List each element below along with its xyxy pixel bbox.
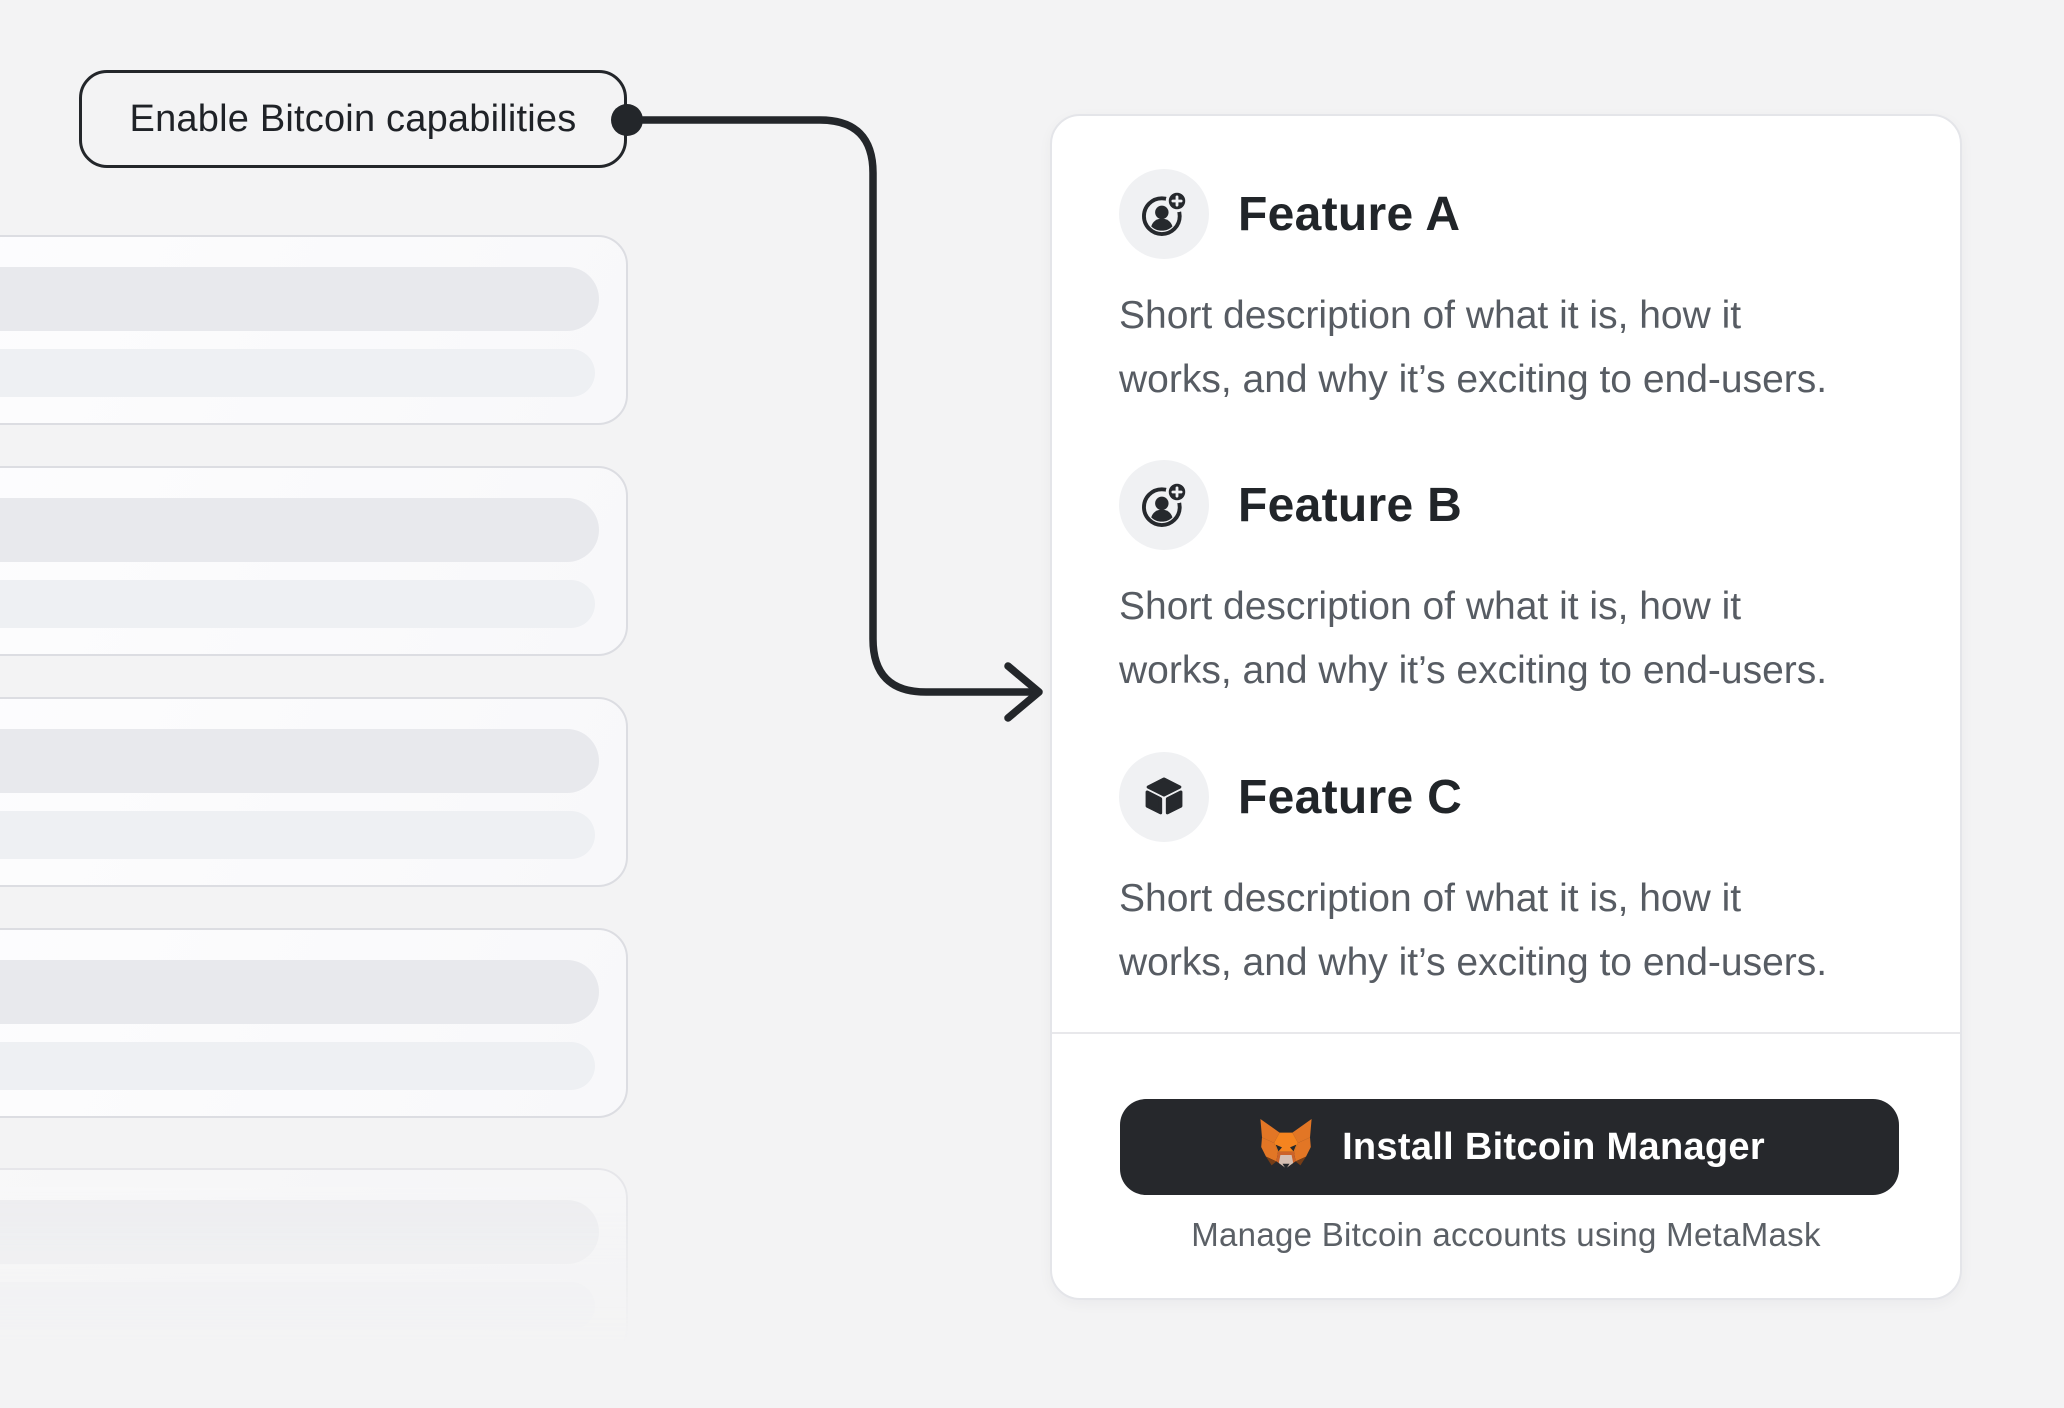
skeleton-bar (0, 1282, 595, 1330)
skeleton-bar (0, 580, 595, 628)
install-button-label: Install Bitcoin Manager (1342, 1125, 1765, 1168)
footer-caption: Manage Bitcoin accounts using MetaMask (1191, 1216, 1821, 1253)
feature-description-line: Short description of what it is, how it (1119, 294, 1742, 337)
annotation-label: Enable Bitcoin capabilities (79, 70, 627, 168)
skeleton-bar (0, 960, 599, 1024)
skeleton-card (0, 928, 628, 1118)
skeleton-card (0, 1168, 628, 1358)
feature-description-line: works, and why it’s exciting to end-user… (1119, 941, 1828, 984)
feature-description: Short description of what it is, how it … (1119, 284, 1949, 412)
divider (1052, 1032, 1960, 1034)
skeleton-bar (0, 729, 599, 793)
feature-item-b: Feature B (1119, 460, 1462, 550)
feature-description-line: works, and why it’s exciting to end-user… (1119, 358, 1828, 401)
skeleton-bar (0, 498, 599, 562)
skeleton-bar (0, 1042, 595, 1090)
feature-description: Short description of what it is, how it … (1119, 867, 1949, 995)
user-add-icon (1119, 460, 1209, 550)
install-bitcoin-manager-button[interactable]: Install Bitcoin Manager (1120, 1099, 1899, 1195)
metamask-fox-icon (1254, 1117, 1318, 1177)
feature-description: Short description of what it is, how it … (1119, 575, 1949, 703)
skeleton-bar (0, 349, 595, 397)
arrow-head-icon (1004, 662, 1043, 722)
skeleton-card (0, 466, 628, 656)
feature-title: Feature B (1238, 478, 1463, 532)
feature-description-line: Short description of what it is, how it (1119, 585, 1742, 628)
feature-card: Feature A Short description of what it i… (1050, 114, 1962, 1300)
feature-description-line: works, and why it’s exciting to end-user… (1119, 649, 1828, 692)
cube-icon (1119, 752, 1209, 842)
feature-item-c: Feature C (1119, 752, 1462, 842)
skeleton-card (0, 235, 628, 425)
feature-title: Feature A (1238, 187, 1461, 241)
skeleton-bar (0, 267, 599, 331)
feature-description-line: Short description of what it is, how it (1119, 877, 1742, 920)
skeleton-bar (0, 1200, 599, 1264)
skeleton-card (0, 697, 628, 887)
connector-line (639, 116, 1037, 696)
skeleton-bar (0, 811, 595, 859)
feature-item-a: Feature A (1119, 169, 1460, 259)
annotation-label-text: Enable Bitcoin capabilities (129, 97, 577, 140)
feature-title: Feature C (1238, 770, 1463, 824)
user-add-icon (1119, 169, 1209, 259)
